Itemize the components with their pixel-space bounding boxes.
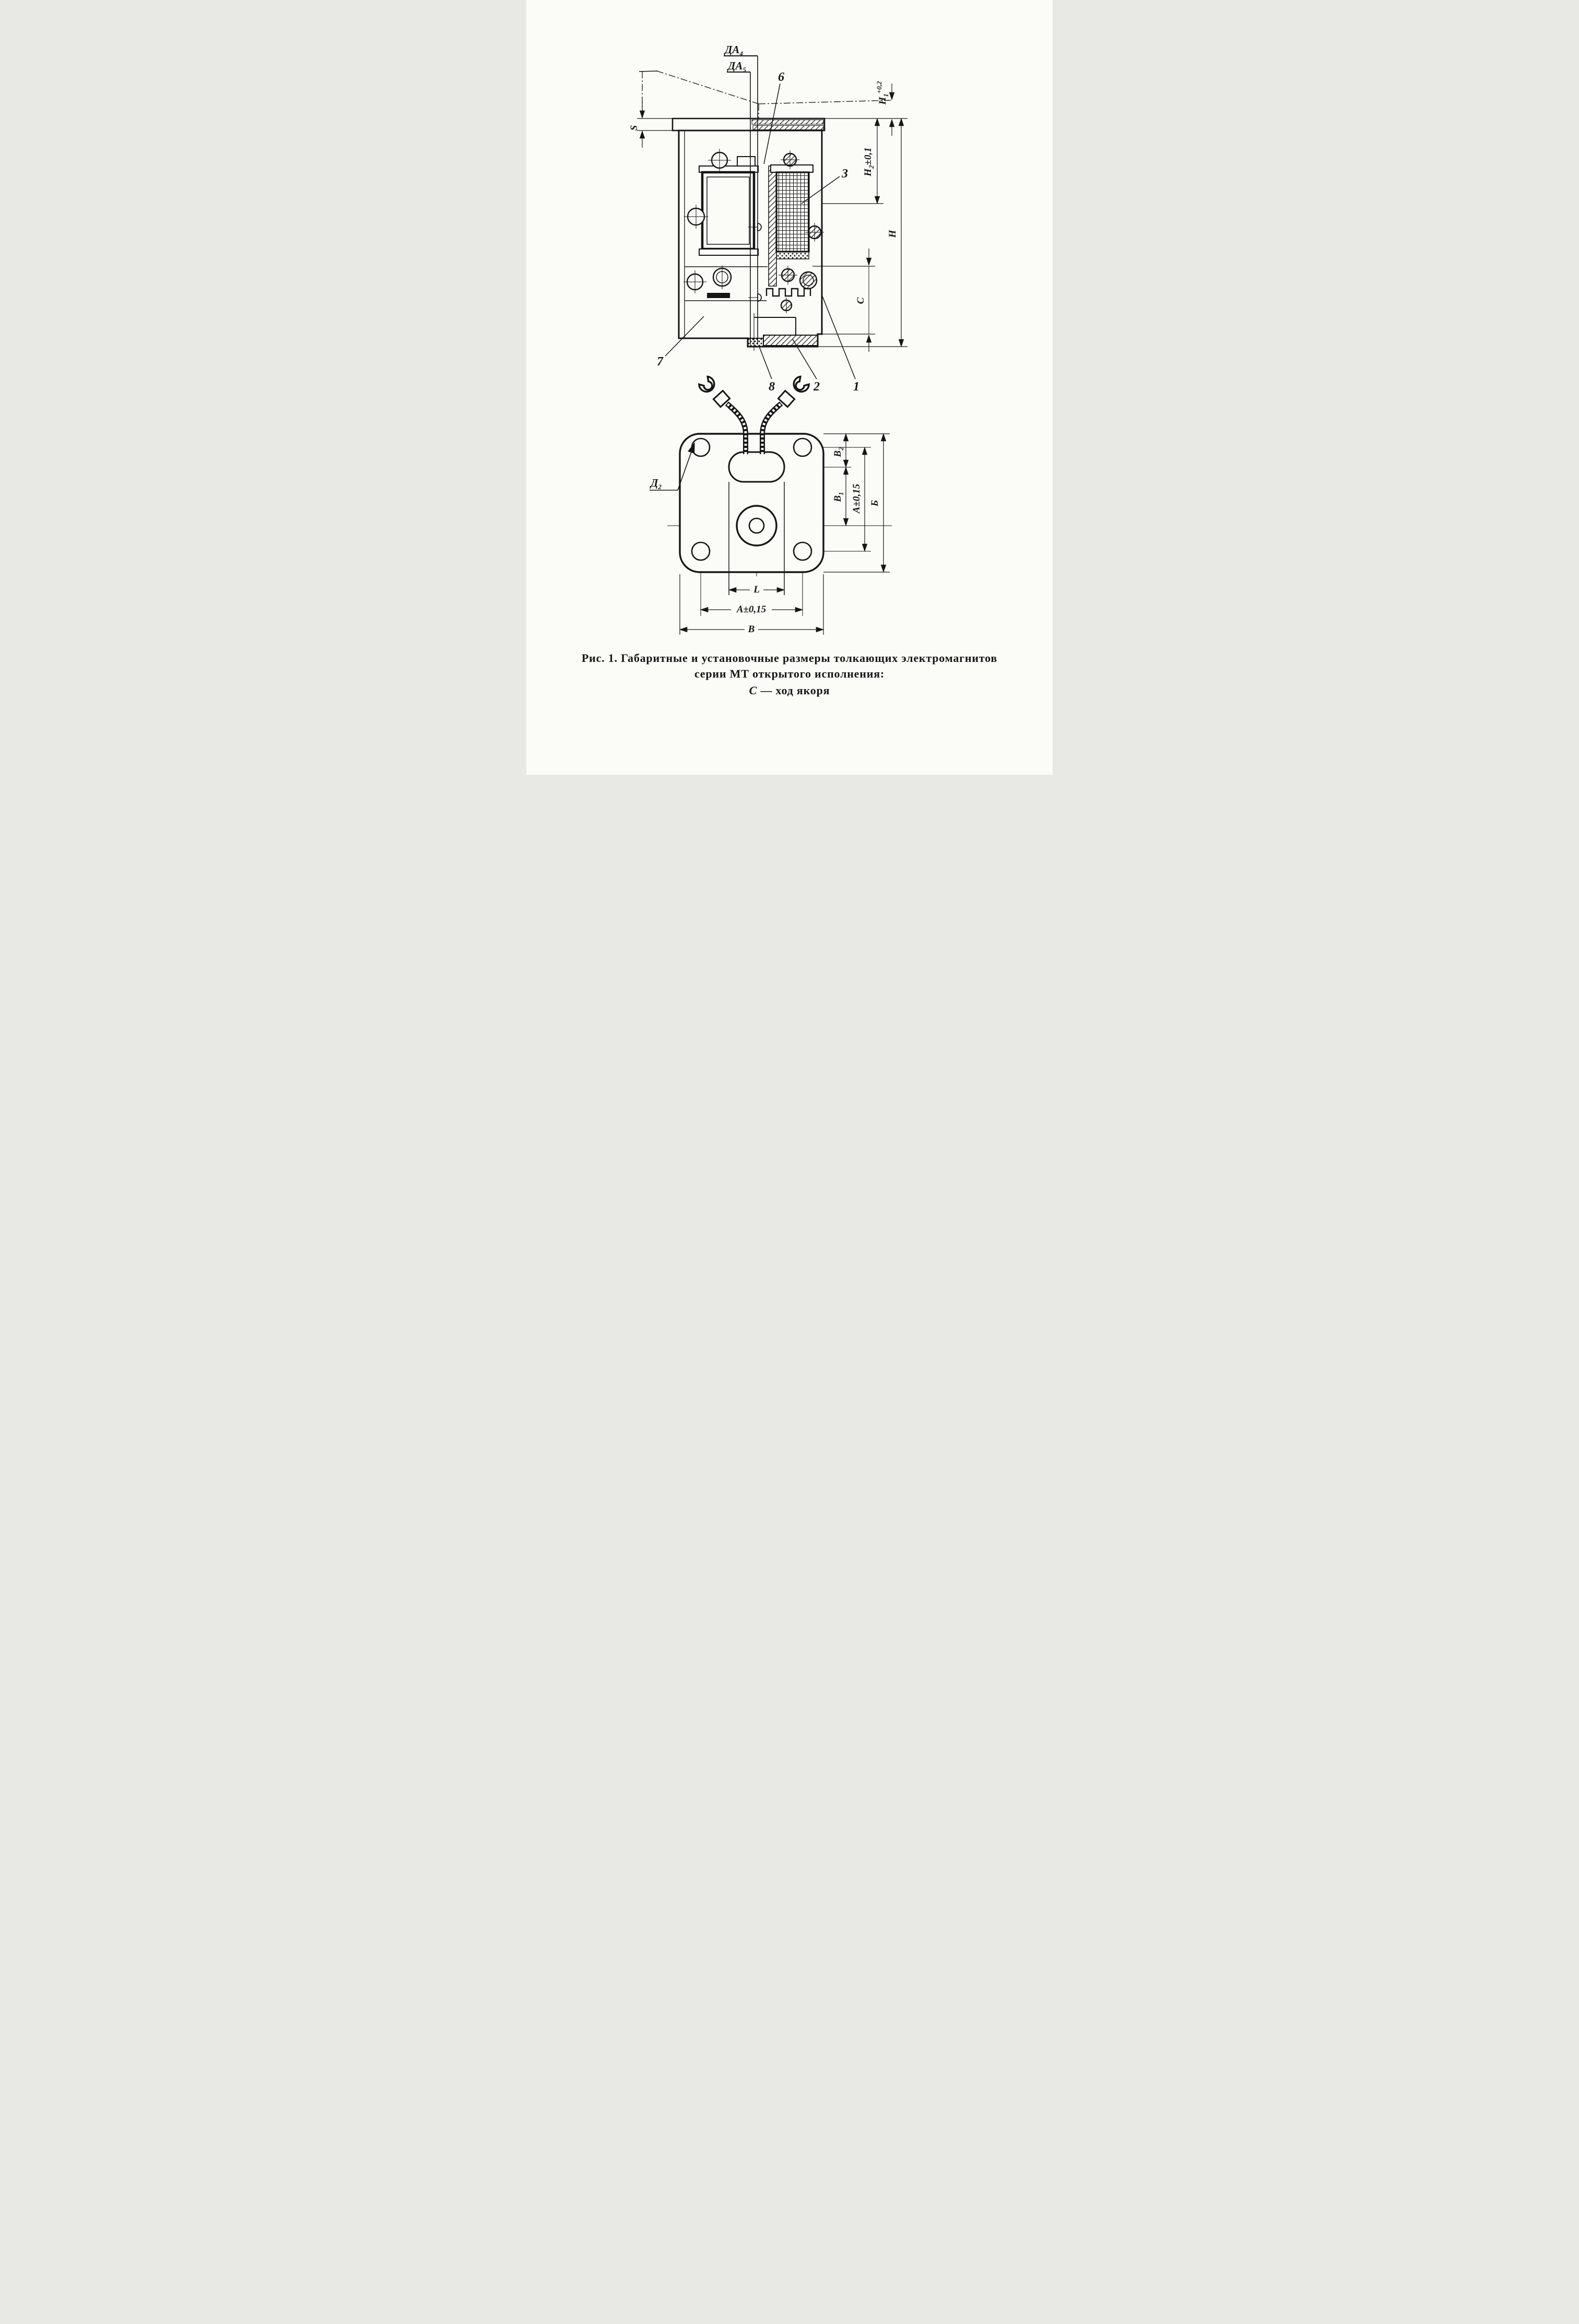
dim-c-label: C [855, 297, 866, 304]
hole-callout-da4: ДА4 [724, 43, 758, 57]
armature-catch-teeth [765, 288, 811, 297]
part-label-3: 3 [841, 167, 848, 181]
dim-h2 [822, 117, 883, 205]
swing-line-tick [639, 70, 658, 72]
scanned-page: ДА4 ДА5 6 3 7 8 2 1 S [526, 0, 1053, 775]
fork-terminal-right [793, 375, 810, 393]
terminal-sleeve-left [712, 389, 731, 408]
da4-label: ДА4 [724, 43, 743, 57]
dim-h2-label: H2±0,1 [863, 147, 875, 176]
section-view: ДА4 ДА5 6 3 7 8 2 1 S [629, 43, 908, 394]
part-leaders [665, 83, 856, 380]
part-label-2: 2 [813, 380, 820, 394]
coil-bottom-flange [776, 251, 809, 259]
dim-s [637, 101, 673, 148]
dim-a-mask [731, 602, 772, 614]
central-boss [736, 505, 777, 547]
right-dim-lines [823, 433, 890, 573]
bracket-hatch-pad [763, 335, 818, 346]
coil-assembly [765, 164, 814, 297]
armature-base-bar [707, 293, 730, 298]
dim-h-label: H [887, 229, 898, 238]
pin-foot-pad [747, 338, 764, 347]
technical-drawing: ДА4 ДА5 6 3 7 8 2 1 S [582, 43, 997, 697]
caption-line-2: серии МТ открытого исполнения: [694, 667, 885, 680]
dim-height-label: Б [869, 500, 880, 507]
bottom-bracket [747, 335, 818, 347]
lead-slot [728, 451, 785, 483]
dim-h1-label: H1+0,2 [875, 81, 890, 105]
armature-swing-lines [642, 70, 892, 118]
wire-leads [698, 375, 810, 454]
part-label-6: 6 [778, 70, 784, 84]
mounting-holes [691, 437, 812, 561]
part-label-7: 7 [657, 355, 664, 369]
caption-line-3: С — ход якоря [749, 684, 830, 697]
coil-winding [775, 171, 810, 253]
interior-lines [685, 266, 796, 351]
dim-l-label: L [753, 584, 760, 595]
hole-callout-da5: ДА5 [727, 60, 750, 74]
screw-heads-hatched [779, 150, 824, 313]
dim-a-horizontal-label: A±0,15 [736, 604, 767, 615]
dim-a-vertical-label: A±0,15 [851, 483, 862, 514]
dim-width-label: В [748, 624, 755, 635]
flange-plate [679, 433, 824, 573]
caption-line-1: Рис. 1. Габаритные и установочные размер… [582, 651, 997, 665]
d2-label: Д2 [650, 477, 662, 491]
part-label-8: 8 [769, 380, 775, 394]
bottom-view: Д2 B2 B1 A±0,15 Б L A±0,15 В [650, 375, 892, 635]
screw-heads-plain [684, 149, 732, 293]
dim-s-label: S [629, 125, 640, 131]
terminal-sleeve-right [777, 389, 796, 408]
hole-callout-d2: Д2 [650, 442, 695, 491]
dim-b2-label: B2 [832, 447, 845, 458]
dim-l-mask [750, 583, 763, 594]
guide-pin [748, 56, 762, 345]
dim-b1-label: B1 [832, 492, 845, 502]
mounting-plate [671, 117, 826, 132]
part-label-1: 1 [853, 380, 859, 394]
dim-h [818, 117, 908, 348]
coil-sleeve-hatch [768, 165, 777, 287]
dim-width-mask [745, 622, 758, 634]
slot-projection-lines [728, 482, 785, 595]
dim-h1 [824, 84, 908, 136]
fork-terminal-left [698, 375, 715, 393]
dim-c [812, 248, 875, 352]
da5-label: ДА5 [727, 60, 746, 74]
caption: Рис. 1. Габаритные и установочные размер… [582, 651, 997, 697]
pin-bushing [737, 156, 756, 167]
